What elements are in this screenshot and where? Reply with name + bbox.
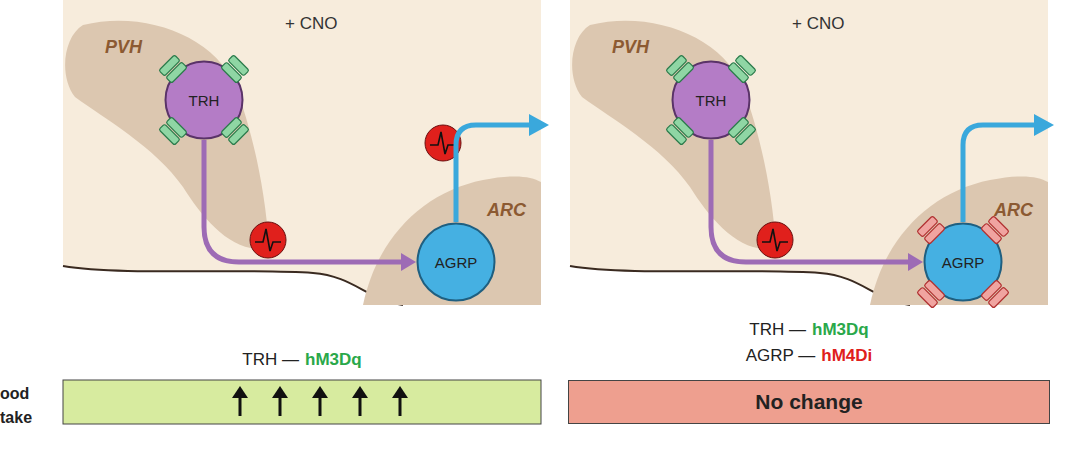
hm4di-receptor [917,216,945,244]
arc-region-label: ARC [994,200,1033,221]
arc-region-body [870,176,1048,305]
pvh-region-outline [570,15,780,260]
up-arrow [319,396,322,416]
genotype-row: TRH — hM3Dq [63,350,541,370]
pvh-region-label: PVH [105,37,142,58]
hm3dq-receptor [728,55,756,83]
pvh-region: PVH TRH [570,15,780,260]
hm3dq-receptor [159,117,187,145]
output-arrow [963,125,1038,222]
up-arrow-head [392,386,408,398]
cell-type-name: TRH — [242,350,299,370]
no-change-bar: No change [568,380,1050,424]
brain-section-label: + CNO [285,14,337,34]
output-arrow-head [1034,114,1054,136]
hm4di-receptor [917,280,945,308]
agrp-neuron: AGRP [416,222,496,302]
output-arrow [456,125,533,222]
arc-region-label: ARC [487,200,526,221]
hm4di-receptor [981,216,1009,244]
up-arrow [239,396,242,416]
trh-neuron: TRH [671,60,751,140]
spike-icon [250,222,286,258]
pvh-region-label: PVH [612,37,649,58]
arrow-head [908,253,923,271]
brain-section: + CNO PVH TRH ARC AGRP [63,0,541,305]
hm3dq-receptor [221,117,249,145]
up-arrow [399,396,402,416]
up-arrows [232,386,408,416]
axon-projection [711,140,923,271]
hm3dq-receptor [159,55,187,83]
cell-type-name: AGRP — [746,346,816,366]
axis-label: ood take [0,382,42,430]
axon-line [711,140,911,262]
pvh-region: PVH TRH [63,15,273,260]
up-arrow [279,396,282,416]
agrp-neuron: AGRP [923,222,1003,302]
axon-line [204,140,404,262]
pvh-region-outline [63,15,273,260]
cell-type-name: TRH — [749,320,806,340]
hm3dq-receptor [728,117,756,145]
hm3dq-receptor [666,55,694,83]
up-arrow-head [272,386,288,398]
trh-neuron-label: TRH [164,92,244,109]
agrp-neuron-label: AGRP [923,254,1003,271]
trh-neuron: TRH [164,60,244,140]
pvh-region-body [65,21,269,249]
food-intake-bar [63,380,541,424]
genotype-row: TRH — hM3Dq [568,320,1050,340]
genotype-row: AGRP —hM4Di [568,346,1050,366]
arc-region: ARC AGRP [870,168,1048,305]
right-panel-decor [666,55,1054,308]
intake-increase-bar [63,380,541,424]
hm3dq-receptor [666,117,694,145]
receptor-name: hM4Di [821,346,872,366]
spike-icon [757,222,793,258]
spike-icon [425,125,461,161]
brain-outline [570,266,910,305]
arc-region-body [363,176,541,305]
hm3dq-receptor [221,55,249,83]
up-arrow [359,396,362,416]
trh-neuron-label: TRH [671,92,751,109]
pvh-region-body [572,21,776,249]
hm4di-receptor [981,280,1009,308]
receptor-name: hM3Dq [812,320,869,340]
brain-section-label: + CNO [792,14,844,34]
arc-region: ARC AGRP [363,168,541,305]
no-change-bar-body [569,381,1050,424]
brain-section-body [570,0,1048,305]
brain-section-body [63,0,541,305]
brain-outline [63,266,403,305]
up-arrow-head [232,386,248,398]
agrp-neuron-label: AGRP [416,254,496,271]
no-change-bar-label: No change [568,390,1050,414]
axon-projection [204,140,416,271]
receptor-name: hM3Dq [305,350,362,370]
up-arrow-head [352,386,368,398]
output-arrow-head [529,114,549,136]
arrow-head [401,253,416,271]
left-panel-decor [159,55,549,258]
up-arrow-head [312,386,328,398]
brain-section: + CNO PVH TRH ARC AGRP [570,0,1048,305]
